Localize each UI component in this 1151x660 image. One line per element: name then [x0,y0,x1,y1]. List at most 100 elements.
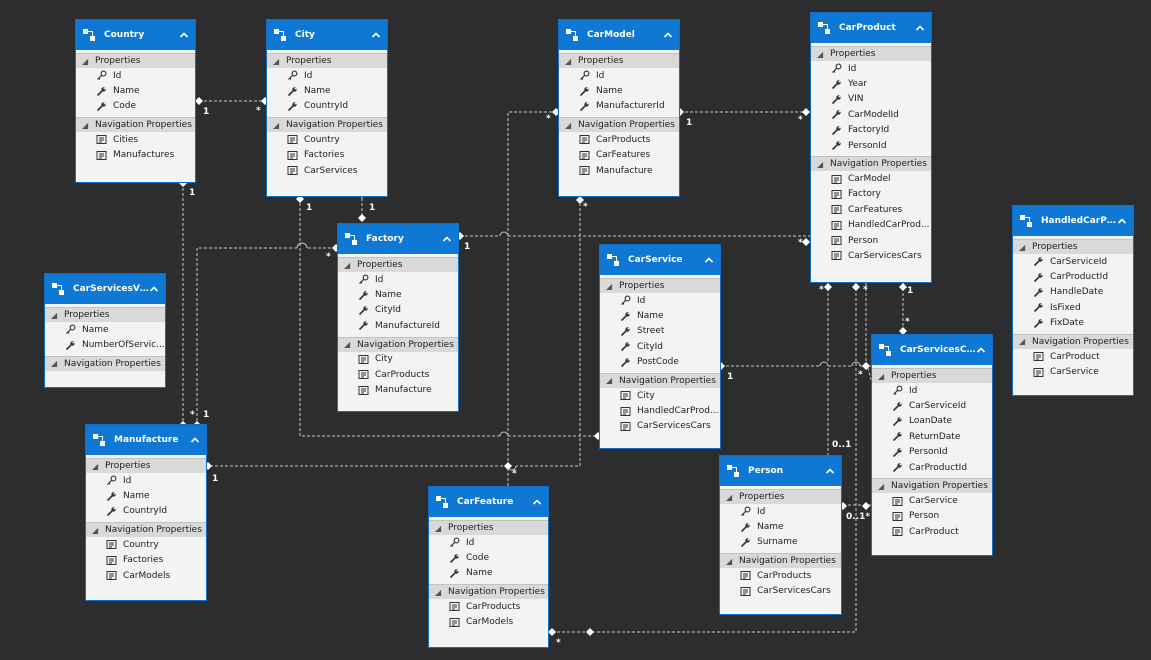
navigation-property-row[interactable]: City [338,352,458,367]
navigation-property-row[interactable]: Cities [76,132,195,147]
collapse-triangle-icon[interactable]: ◢ [565,56,572,66]
navigation-property-row[interactable]: CarService [1013,364,1133,379]
collapse-triangle-icon[interactable]: ◢ [92,461,99,471]
property-row[interactable]: CarServiceId [1013,254,1133,269]
property-row[interactable]: PersonId [872,445,992,460]
property-row[interactable]: Name [429,566,548,581]
navigation-section-header[interactable]: ◢Navigation Properties [45,355,165,371]
chevron-up-icon[interactable] [1117,216,1127,226]
property-row[interactable]: CountryId [86,504,206,519]
entity-header[interactable]: City [267,20,387,50]
property-row[interactable]: ManufacturerId [559,99,679,114]
navigation-property-row[interactable]: HandledCarProd... [600,403,720,418]
collapse-triangle-icon[interactable]: ◢ [817,159,824,169]
navigation-property-row[interactable]: Manufacture [559,163,679,178]
entity-header[interactable]: CarService [600,245,720,275]
collapse-triangle-icon[interactable]: ◢ [92,525,99,535]
collapse-triangle-icon[interactable]: ◢ [1019,242,1026,252]
chevron-up-icon[interactable] [442,234,452,244]
collapse-triangle-icon[interactable]: ◢ [51,310,58,320]
chevron-up-icon[interactable] [825,466,835,476]
property-row[interactable]: Id [811,61,931,76]
properties-section-header[interactable]: ◢Properties [1013,239,1133,254]
navigation-section-header[interactable]: ◢Navigation Properties [559,117,679,133]
collapse-triangle-icon[interactable]: ◢ [344,260,351,270]
property-row[interactable]: Name [86,488,206,503]
chevron-up-icon[interactable] [371,30,381,40]
property-row[interactable]: Id [338,272,458,287]
navigation-property-row[interactable]: CarServices [267,163,387,178]
navigation-property-row[interactable]: CarFeatures [559,148,679,163]
navigation-section-header[interactable]: ◢Navigation Properties [338,336,458,352]
entity-header[interactable]: Person [720,456,841,486]
property-row[interactable]: CarModelId [811,107,931,122]
property-row[interactable]: CityId [338,303,458,318]
entity-header[interactable]: CarServicesCar [872,335,992,365]
navigation-property-row[interactable]: CarFeatures [811,202,931,217]
collapse-triangle-icon[interactable]: ◢ [435,523,442,533]
property-row[interactable]: Id [86,473,206,488]
collapse-triangle-icon[interactable]: ◢ [726,492,733,502]
property-row[interactable]: Surname [720,535,841,550]
navigation-property-row[interactable]: CarProducts [338,367,458,382]
navigation-property-row[interactable]: HandledCarProd... [811,218,931,233]
navigation-property-row[interactable]: CarProducts [720,568,841,583]
property-row[interactable]: Name [559,83,679,98]
property-row[interactable]: LoanDate [872,414,992,429]
property-row[interactable]: Name [267,83,387,98]
property-row[interactable]: VIN [811,92,931,107]
navigation-property-row[interactable]: Person [872,509,992,524]
collapse-triangle-icon[interactable]: ◢ [817,49,824,59]
navigation-property-row[interactable]: CarService [872,493,992,508]
navigation-property-row[interactable]: City [600,388,720,403]
property-row[interactable]: Year [811,76,931,91]
properties-section-header[interactable]: ◢Properties [338,257,458,272]
chevron-up-icon[interactable] [532,497,542,507]
collapse-triangle-icon[interactable]: ◢ [606,281,613,291]
collapse-triangle-icon[interactable]: ◢ [726,556,733,566]
property-row[interactable]: ManufactureId [338,318,458,333]
collapse-triangle-icon[interactable]: ◢ [435,587,442,597]
property-row[interactable]: Name [76,83,195,98]
navigation-property-row[interactable]: CarProduct [1013,349,1133,364]
navigation-property-row[interactable]: Factories [86,553,206,568]
navigation-property-row[interactable]: Manufacture [338,382,458,397]
property-row[interactable]: CarServiceId [872,398,992,413]
collapse-triangle-icon[interactable]: ◢ [82,120,89,130]
navigation-section-header[interactable]: ◢Navigation Properties [267,117,387,133]
chevron-up-icon[interactable] [976,345,986,355]
property-row[interactable]: Id [76,68,195,83]
property-row[interactable]: HandleDate [1013,285,1133,300]
navigation-section-header[interactable]: ◢Navigation Properties [872,478,992,494]
navigation-property-row[interactable]: CarServicesCars [720,584,841,599]
navigation-section-header[interactable]: ◢Navigation Properties [1013,333,1133,349]
chevron-up-icon[interactable] [663,30,673,40]
property-row[interactable]: FactoryId [811,123,931,138]
property-row[interactable]: Name [600,308,720,323]
navigation-section-header[interactable]: ◢Navigation Properties [600,372,720,388]
chevron-up-icon[interactable] [179,30,189,40]
collapse-triangle-icon[interactable]: ◢ [273,56,280,66]
entity-header[interactable]: Manufacture [86,425,206,455]
navigation-property-row[interactable]: CarModels [429,615,548,630]
collapse-triangle-icon[interactable]: ◢ [878,371,885,381]
property-row[interactable]: ReturnDate [872,429,992,444]
navigation-property-row[interactable]: CarServicesCars [600,419,720,434]
navigation-property-row[interactable]: CarProducts [429,599,548,614]
navigation-property-row[interactable]: CarProduct [872,524,992,539]
properties-section-header[interactable]: ◢Properties [720,489,841,504]
collapse-triangle-icon[interactable]: ◢ [565,120,572,130]
property-row[interactable]: Id [600,293,720,308]
property-row[interactable]: Id [559,68,679,83]
chevron-up-icon[interactable] [190,435,200,445]
property-row[interactable]: PersonId [811,138,931,153]
collapse-triangle-icon[interactable]: ◢ [606,376,613,386]
property-row[interactable]: PostCode [600,355,720,370]
property-row[interactable]: Id [872,383,992,398]
